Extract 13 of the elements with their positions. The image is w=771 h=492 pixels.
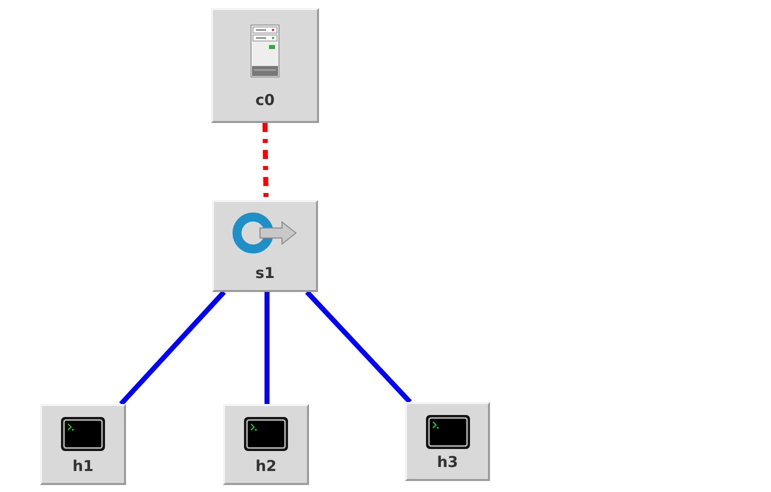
node-tile — [40, 404, 126, 485]
node-tile — [212, 200, 318, 292]
node-label: s1 — [255, 264, 275, 282]
node-label: c0 — [255, 91, 275, 109]
node-tile — [223, 404, 309, 485]
node-tile — [405, 402, 490, 481]
node-label: h2 — [255, 457, 277, 475]
link-line — [119, 290, 226, 406]
node-label: h3 — [436, 453, 458, 471]
node-tile — [211, 8, 319, 123]
node-label: h1 — [72, 457, 94, 475]
link-line — [305, 290, 412, 404]
link-line — [264, 292, 270, 404]
